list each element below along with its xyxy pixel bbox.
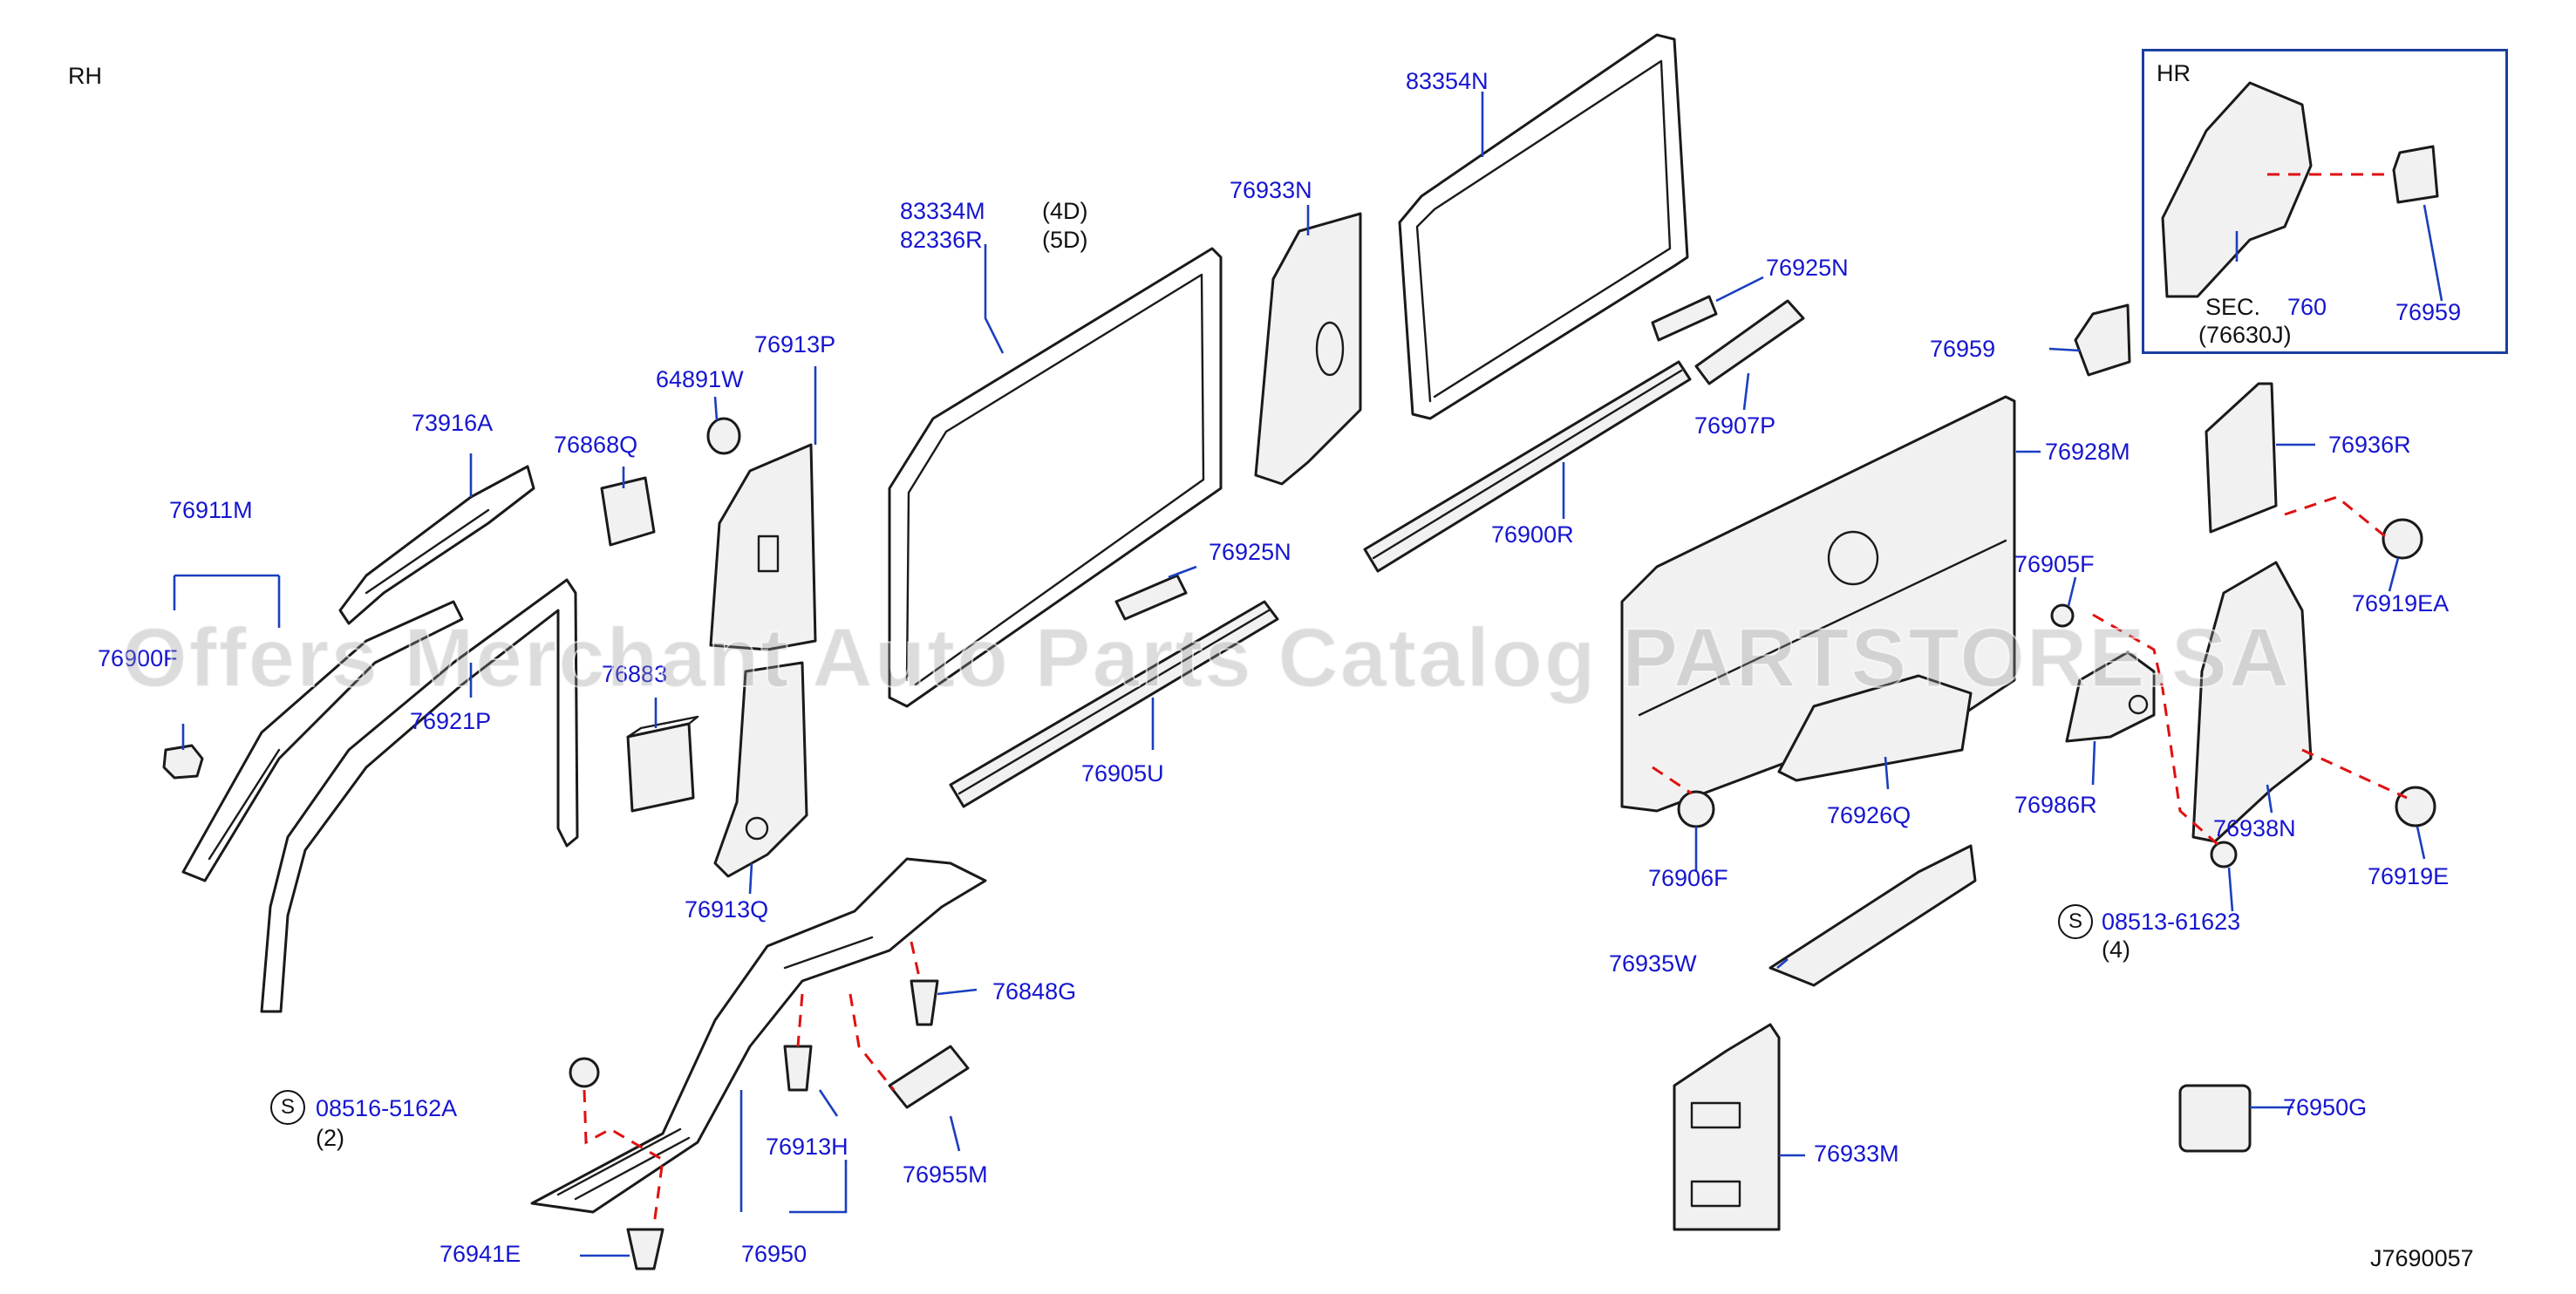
part-76933N bbox=[1254, 212, 1362, 486]
part-76936R bbox=[2205, 382, 2278, 534]
label-73916A[interactable]: 73916A bbox=[412, 410, 494, 436]
part-76925N-b bbox=[1651, 295, 1718, 342]
label-76919E[interactable]: 76919E bbox=[2368, 863, 2450, 889]
s-symbol-08516: S bbox=[270, 1090, 305, 1125]
part-76919EA bbox=[2382, 518, 2423, 560]
part-76941E bbox=[626, 1228, 664, 1270]
label-76925N-b[interactable]: 76925N bbox=[1766, 255, 1849, 281]
label-76955M[interactable]: 76955M bbox=[903, 1161, 988, 1188]
part-76938N bbox=[2191, 561, 2313, 843]
part-76919E bbox=[2395, 786, 2436, 827]
label-76913P[interactable]: 76913P bbox=[754, 331, 836, 358]
part-76905F bbox=[2050, 603, 2075, 628]
label-83354N[interactable]: 83354N bbox=[1406, 68, 1489, 94]
inset-part bbox=[2161, 81, 2313, 298]
part-76926Q bbox=[1777, 674, 1973, 782]
label-83334M[interactable]: 83334M bbox=[900, 198, 985, 224]
inset-sec-ref: (76630J) bbox=[2198, 322, 2292, 348]
part-83354N bbox=[1398, 33, 1689, 420]
variant-5D: (5D) bbox=[1042, 227, 1088, 253]
label-64891W[interactable]: 64891W bbox=[656, 366, 744, 392]
label-76905F[interactable]: 76905F bbox=[2014, 551, 2095, 577]
label-08513-61623[interactable]: 08513-61623 bbox=[2102, 909, 2241, 935]
label-76933M[interactable]: 76933M bbox=[1814, 1141, 1899, 1167]
part-08516-5162A bbox=[569, 1057, 600, 1088]
part-64891W bbox=[706, 417, 741, 455]
label-76950[interactable]: 76950 bbox=[741, 1241, 808, 1267]
label-76868Q[interactable]: 76868Q bbox=[554, 432, 638, 458]
part-08513-61623 bbox=[2210, 841, 2238, 868]
label-76911M[interactable]: 76911M bbox=[169, 497, 253, 523]
watermark: Offers Merchant Auto Parts Catalog PARTS… bbox=[121, 610, 2292, 705]
qty-2: (2) bbox=[316, 1125, 344, 1151]
diagram-code: J7690057 bbox=[2370, 1245, 2474, 1271]
part-76913P bbox=[709, 443, 817, 651]
label-82336R[interactable]: 82336R bbox=[900, 227, 983, 253]
inset-sec-label: SEC. bbox=[2205, 294, 2261, 320]
inset-sec-number[interactable]: 760 bbox=[2287, 294, 2327, 320]
label-76905U[interactable]: 76905U bbox=[1081, 760, 1164, 787]
side-label: RH bbox=[68, 63, 102, 89]
part-76906F bbox=[1677, 790, 1715, 828]
label-76900R[interactable]: 76900R bbox=[1491, 521, 1574, 548]
part-76921P bbox=[260, 578, 579, 1013]
part-76955M bbox=[888, 1045, 970, 1109]
label-76913H[interactable]: 76913H bbox=[766, 1134, 848, 1160]
dashed-lines bbox=[583, 173, 2408, 1226]
part-83334M bbox=[888, 247, 1223, 708]
label-76925N-a[interactable]: 76925N bbox=[1209, 539, 1291, 565]
label-76928M[interactable]: 76928M bbox=[2045, 439, 2130, 465]
part-76883 bbox=[626, 722, 695, 813]
s-symbol-08513: S bbox=[2058, 904, 2093, 939]
part-76913H bbox=[783, 1045, 813, 1092]
part-76900F bbox=[162, 744, 204, 780]
label-76986R[interactable]: 76986R bbox=[2014, 792, 2097, 818]
label-76848G[interactable]: 76848G bbox=[992, 978, 1077, 1005]
qty-4: (4) bbox=[2102, 936, 2130, 963]
label-76919EA[interactable]: 76919EA bbox=[2352, 590, 2450, 616]
variant-4D: (4D) bbox=[1042, 198, 1088, 224]
label-76921P[interactable]: 76921P bbox=[410, 708, 492, 734]
inset-title: HR bbox=[2157, 60, 2191, 86]
inset-hr-box: HR SEC. 760 (76630J) 76959 bbox=[2142, 49, 2508, 354]
part-76950G bbox=[2178, 1084, 2252, 1153]
label-76950G[interactable]: 76950G bbox=[2283, 1094, 2368, 1120]
part-76959 bbox=[2074, 303, 2131, 377]
part-76868Q bbox=[600, 476, 656, 547]
label-76926Q[interactable]: 76926Q bbox=[1827, 802, 1912, 828]
part-76986R bbox=[2065, 650, 2156, 743]
label-76959[interactable]: 76959 bbox=[1930, 336, 1996, 362]
label-76907P[interactable]: 76907P bbox=[1694, 412, 1776, 439]
part-76911M bbox=[181, 600, 464, 882]
label-76938N[interactable]: 76938N bbox=[2213, 815, 2296, 841]
label-08516-5162A[interactable]: 08516-5162A bbox=[316, 1095, 458, 1121]
part-76848G bbox=[910, 979, 939, 1026]
part-76907P bbox=[1694, 299, 1805, 385]
inset-label-76959[interactable]: 76959 bbox=[2395, 299, 2462, 325]
part-76935W bbox=[1768, 844, 1977, 987]
label-76941E[interactable]: 76941E bbox=[440, 1241, 521, 1267]
leader-lines bbox=[173, 92, 2443, 1257]
label-76900F[interactable]: 76900F bbox=[98, 645, 178, 671]
label-76906F[interactable]: 76906F bbox=[1648, 865, 1728, 891]
label-76935W[interactable]: 76935W bbox=[1609, 950, 1697, 977]
label-76883[interactable]: 76883 bbox=[602, 661, 668, 687]
part-76950 bbox=[530, 857, 987, 1214]
part-76913Q bbox=[713, 661, 808, 878]
label-76913Q[interactable]: 76913Q bbox=[685, 896, 769, 923]
label-76933N[interactable]: 76933N bbox=[1230, 177, 1312, 203]
label-76936R[interactable]: 76936R bbox=[2328, 432, 2411, 458]
part-76925N-a bbox=[1114, 574, 1188, 621]
inset-part-76959 bbox=[2392, 145, 2439, 204]
